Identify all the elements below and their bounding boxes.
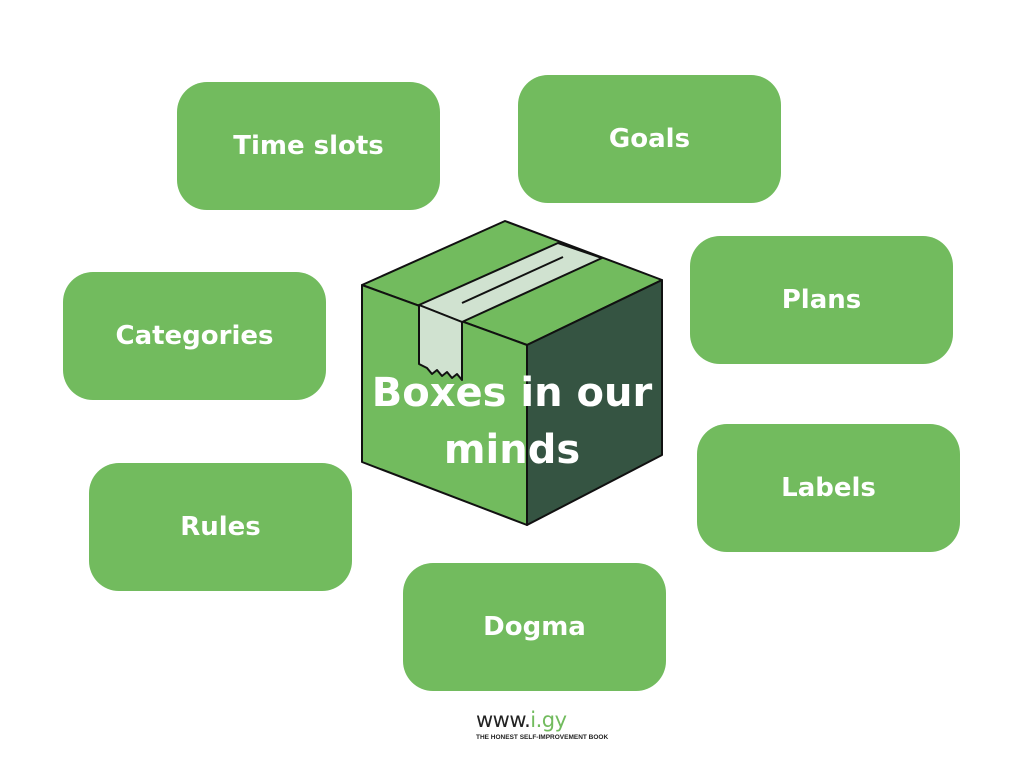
logo: www.i.gy THE HONEST SELF-IMPROVEMENT BOO…	[476, 708, 608, 741]
node-label: Plans	[781, 285, 862, 315]
node-time-slots: Time slots	[177, 82, 440, 210]
node-label: Labels	[781, 473, 876, 503]
logo-domain: i.gy	[530, 708, 567, 732]
logo-url: www.i.gy	[476, 708, 608, 732]
node-plans: Plans	[690, 236, 953, 364]
node-label: Rules	[180, 512, 261, 542]
node-label: Goals	[608, 124, 691, 154]
node-dogma: Dogma	[403, 563, 666, 691]
node-label: Categories	[115, 321, 274, 351]
logo-tagline: THE HONEST SELF-IMPROVEMENT BOOK	[476, 734, 609, 741]
logo-prefix: www.	[476, 708, 531, 732]
node-labels: Labels	[697, 424, 960, 552]
node-label: Dogma	[483, 612, 586, 642]
node-rules: Rules	[89, 463, 352, 591]
center-title: Boxes in our minds	[371, 370, 653, 473]
node-goals: Goals	[518, 75, 781, 203]
node-categories: Categories	[63, 272, 326, 400]
node-label: Time slots	[233, 131, 384, 161]
